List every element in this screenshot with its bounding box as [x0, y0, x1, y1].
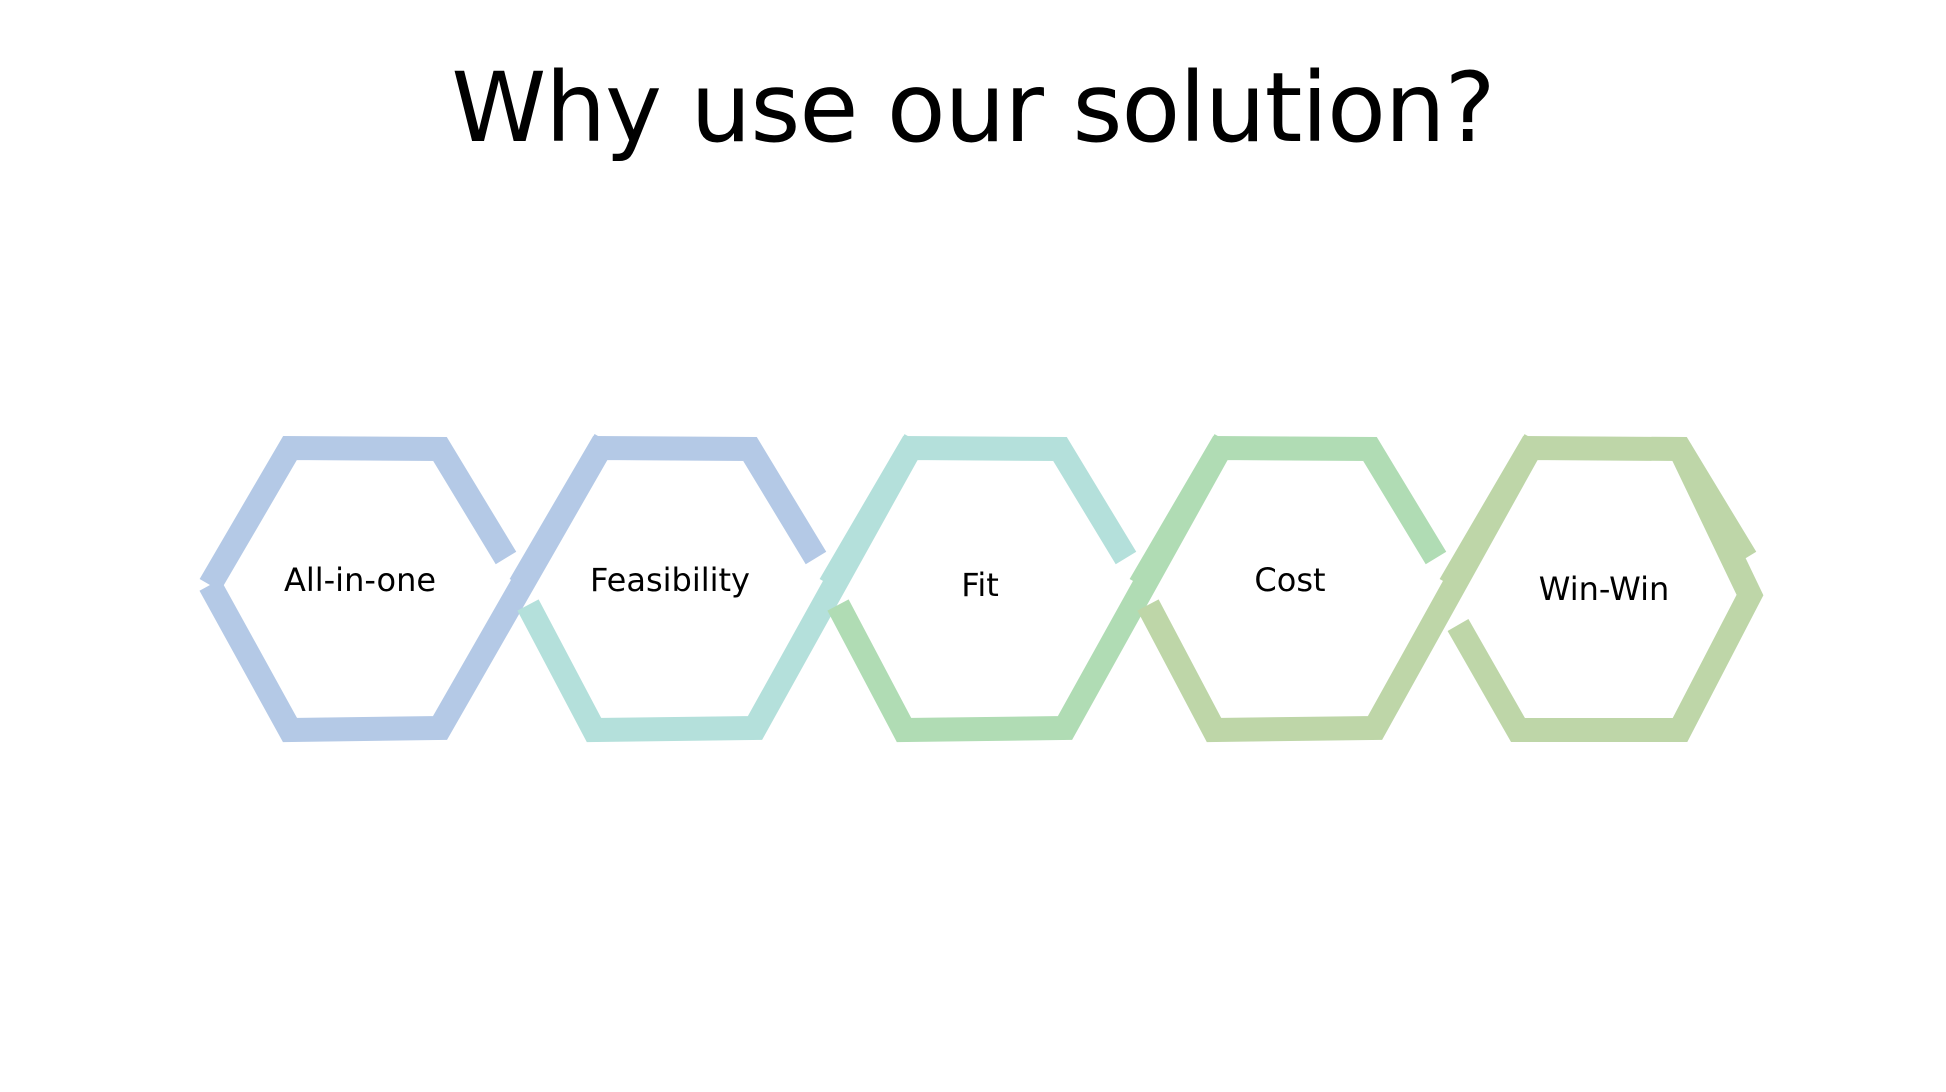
hexagon-label: Cost [1254, 561, 1325, 599]
hexagon-top-arc-2 [509, 435, 827, 592]
hexagon-top-arc-3 [819, 435, 1137, 592]
hexagon-label: Fit [961, 566, 999, 604]
hexagon-top-arc-1 [199, 435, 517, 592]
hexagon-top-arc-4 [1129, 435, 1447, 592]
hexagon-bottom-arc-5 [1447, 443, 1764, 742]
hexagon-label: All-in-one [284, 561, 436, 599]
slide-title: Why use our solution? [451, 52, 1495, 164]
hexagon-label: Win-Win [1539, 570, 1669, 608]
hexagon-label: Feasibility [590, 561, 750, 599]
